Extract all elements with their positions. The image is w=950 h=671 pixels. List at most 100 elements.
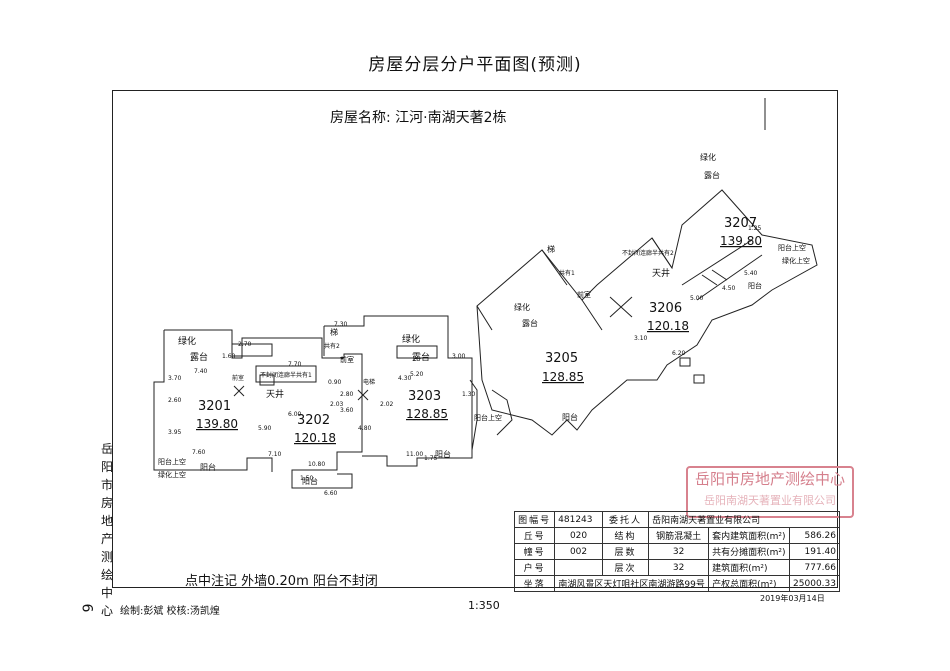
block-right-outline [476, 189, 818, 436]
label-elevator: 电梯 [363, 378, 375, 386]
dim: 5.40 [744, 270, 758, 277]
unit-3203-area: 128.85 [406, 407, 448, 421]
table-cell: 产权总面积(m²) [708, 575, 790, 592]
sidebar-char: 地 [100, 514, 113, 528]
table-cell: 坐落 [513, 575, 556, 592]
info-table: 图幅号 481243 委托人 岳阳南湖天著置业有限公司 丘号 020 结构 钢筋… [513, 511, 841, 592]
unit-3205-area: 128.85 [542, 370, 584, 384]
terrace-box [231, 343, 273, 357]
unit-3207-no: 3207 [724, 216, 757, 231]
table-cell: 777.66 [788, 559, 841, 576]
block-mid-outline [323, 315, 473, 467]
label-balcony-void-2: 阳台上空 [474, 413, 502, 422]
table-cell: 委托人 [601, 511, 650, 528]
label-green-void-2: 绿化上空 [782, 256, 810, 265]
label-stairs: 梯 [330, 327, 338, 337]
page-number: 6 [78, 603, 95, 613]
dim: 2.70 [238, 341, 252, 348]
table-row: 户号 层次 32 建筑面积(m²) 777.66 [513, 559, 841, 576]
label-shared1: 共有1 [559, 269, 575, 277]
survey-center-stamp: 岳阳市房地产测绘中心 岳阳南湖天著置业有限公司 [686, 466, 854, 518]
label-terrace-4: 露台 [704, 170, 720, 180]
building-name: 房屋名称: 江河·南湖天著2栋 [330, 110, 507, 126]
label-balcony-4: 阳台 [562, 412, 578, 422]
label-balcony-void: 阳台上空 [158, 457, 186, 466]
label-green-2: 绿化 [402, 333, 420, 345]
dim: 2.80 [340, 391, 354, 398]
sidebar-char: 阳 [100, 460, 113, 474]
label-balcony: 阳台 [435, 449, 451, 459]
sidebar-char: 岳 [100, 442, 113, 456]
scale-label: 1:350 [468, 599, 500, 612]
label-green: 绿化 [178, 335, 196, 347]
dim: 7.40 [194, 368, 208, 375]
table-cell: 图幅号 [513, 511, 556, 528]
label-green-4: 绿化 [700, 152, 716, 162]
dim: 3.95 [168, 429, 182, 436]
table-row: 丘号 020 结构 钢筋混凝土 套内建筑面积(m²) 586.26 [513, 527, 841, 544]
label-balcony-2: 阳台 [200, 462, 216, 472]
table-cell: 丘号 [513, 527, 556, 544]
dim: 10.80 [308, 461, 325, 468]
label-corridor: 不封闭连廊半共有1 [260, 371, 312, 379]
sidebar-char: 市 [100, 478, 113, 492]
dim: 6.60 [324, 490, 338, 497]
dim: 3.10 [634, 335, 648, 342]
label-stairs-2: 梯 [547, 244, 555, 254]
table-cell: 层次 [601, 559, 650, 576]
table-cell: 层数 [601, 543, 650, 560]
label-green-void: 绿化上空 [158, 470, 186, 479]
table-cell: 32 [648, 543, 710, 560]
table-cell: 岳阳南湖天著置业有限公司 [648, 511, 840, 528]
stamp-line-1: 岳阳市房地产测绘中心 [694, 470, 845, 488]
label-foyer: 前室 [232, 374, 244, 382]
table-cell: 586.26 [788, 527, 841, 544]
dim: 1.30 [462, 391, 476, 398]
sidebar-char: 产 [100, 532, 113, 546]
table-cell: 建筑面积(m²) [708, 559, 790, 576]
dim: 7.70 [288, 361, 302, 368]
sidebar-char: 心 [100, 604, 113, 618]
dim: 2.02 [380, 401, 394, 408]
label-balcony-void-3: 阳台上空 [778, 243, 806, 252]
drawn-by: 绘制:彭斌 校核:汤凯煌 [120, 606, 220, 617]
dim: 3.00 [452, 353, 466, 360]
unit-3206-area: 120.18 [647, 319, 689, 333]
date-label: 2019年03月14日 [760, 594, 825, 603]
unit-3201-no: 3201 [198, 399, 231, 414]
dim: 1.60 [222, 353, 236, 360]
table-cell: 结构 [601, 527, 650, 544]
unit-3203-no: 3203 [408, 389, 441, 404]
unit-3202-no: 3202 [297, 413, 330, 428]
label-foyer-2: 前室 [340, 355, 354, 364]
table-row: 坐落 南湖风景区天灯咀社区南湖游路99号 产权总面积(m²) 25000.33 [513, 575, 841, 592]
label-terrace-3: 露台 [522, 318, 538, 328]
table-cell: 25000.33 [788, 575, 841, 592]
dim: 0.90 [328, 379, 342, 386]
sidebar-char: 测 [100, 550, 113, 564]
dim: 4.50 [722, 285, 736, 292]
label-balcony-3: 阳台 [302, 476, 318, 486]
dim: 5.20 [410, 371, 424, 378]
dim: 11.00 [406, 451, 423, 458]
block-left-outline [153, 329, 363, 489]
table-cell: 幢号 [513, 543, 556, 560]
label-terrace: 露台 [190, 351, 208, 363]
label-shared2: 共有2 [324, 342, 340, 350]
label-patio: 天井 [266, 388, 284, 400]
sidebar-char: 中 [100, 586, 113, 600]
label-foyer-3: 前室 [577, 290, 591, 299]
page-title: 房屋分层分户平面图(预测) [368, 55, 582, 75]
plan-frame [112, 90, 838, 588]
dim: 5.90 [258, 425, 272, 432]
dim: 1.25 [748, 225, 762, 232]
table-cell: 020 [554, 527, 603, 544]
dim: 4.80 [358, 425, 372, 432]
table-cell: 32 [648, 559, 710, 576]
label-terrace-2: 露台 [412, 351, 430, 363]
dim: 6.00 [288, 411, 302, 418]
dim: 2.60 [168, 397, 182, 404]
floor-plan: 绿化 露台 天井 不封闭连廊半共有1 前室 梯 共有2 前室 电梯 绿化 露台 … [153, 98, 818, 497]
table-cell: 191.40 [788, 543, 841, 560]
unit-3201-area: 139.80 [196, 417, 238, 431]
